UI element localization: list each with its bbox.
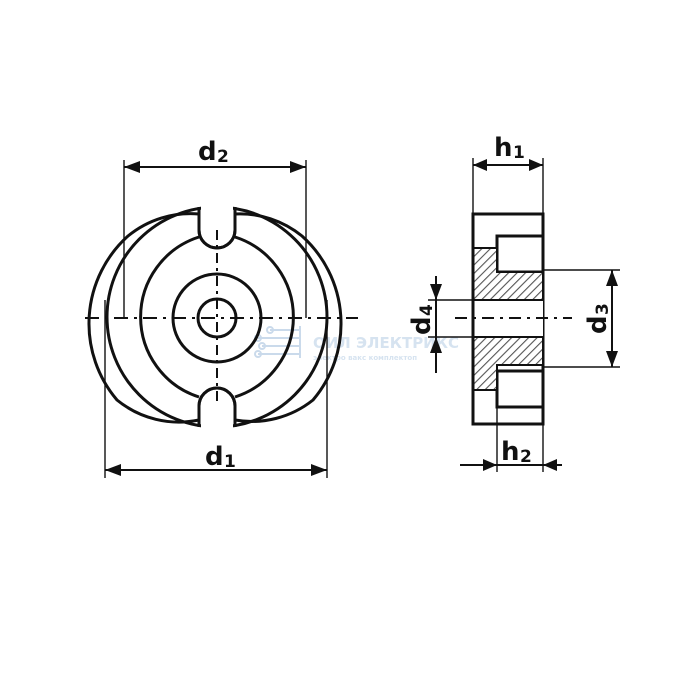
- dimension-d2: [123, 160, 307, 318]
- d4-label-group: d 4: [407, 304, 437, 335]
- dimension-d4: [428, 276, 473, 373]
- inner-ring-left: [139, 235, 200, 399]
- dimension-d3: [543, 269, 620, 368]
- side-bottom-slot: [495, 369, 545, 409]
- side-top-slot: [495, 234, 545, 274]
- d3-label: d: [583, 315, 613, 334]
- dimension-d1: [104, 300, 328, 478]
- d4-subscript: 4: [417, 304, 437, 316]
- dimension-h2: [460, 407, 562, 472]
- d3-label-group: d 3: [583, 303, 613, 334]
- side-view: [455, 212, 572, 426]
- d2-label: d: [198, 137, 217, 167]
- d4-label: d: [407, 316, 437, 335]
- watermark-subtitle: электро вакс комплектоп: [313, 354, 417, 362]
- d1-label: d: [205, 442, 224, 472]
- outer-ring-right: [234, 212, 343, 423]
- front-view: [85, 200, 358, 435]
- circuit-logo-icon: [254, 326, 301, 358]
- h1-subscript: 1: [513, 143, 525, 163]
- h2-label: h: [501, 437, 520, 467]
- outer-ring-top: [87, 212, 200, 424]
- d3-subscript: 3: [593, 303, 613, 315]
- h1-label: h: [494, 133, 513, 163]
- d2-subscript: 2: [217, 147, 229, 167]
- watermark-title: ОИЛ ЭЛЕКТРИКС: [313, 334, 459, 352]
- watermark: ОИЛ ЭЛЕКТРИКС электро вакс комплектоп: [254, 326, 459, 362]
- h2-subscript: 2: [520, 447, 532, 467]
- d1-subscript: 1: [224, 452, 236, 472]
- dimension-h1: [472, 158, 544, 214]
